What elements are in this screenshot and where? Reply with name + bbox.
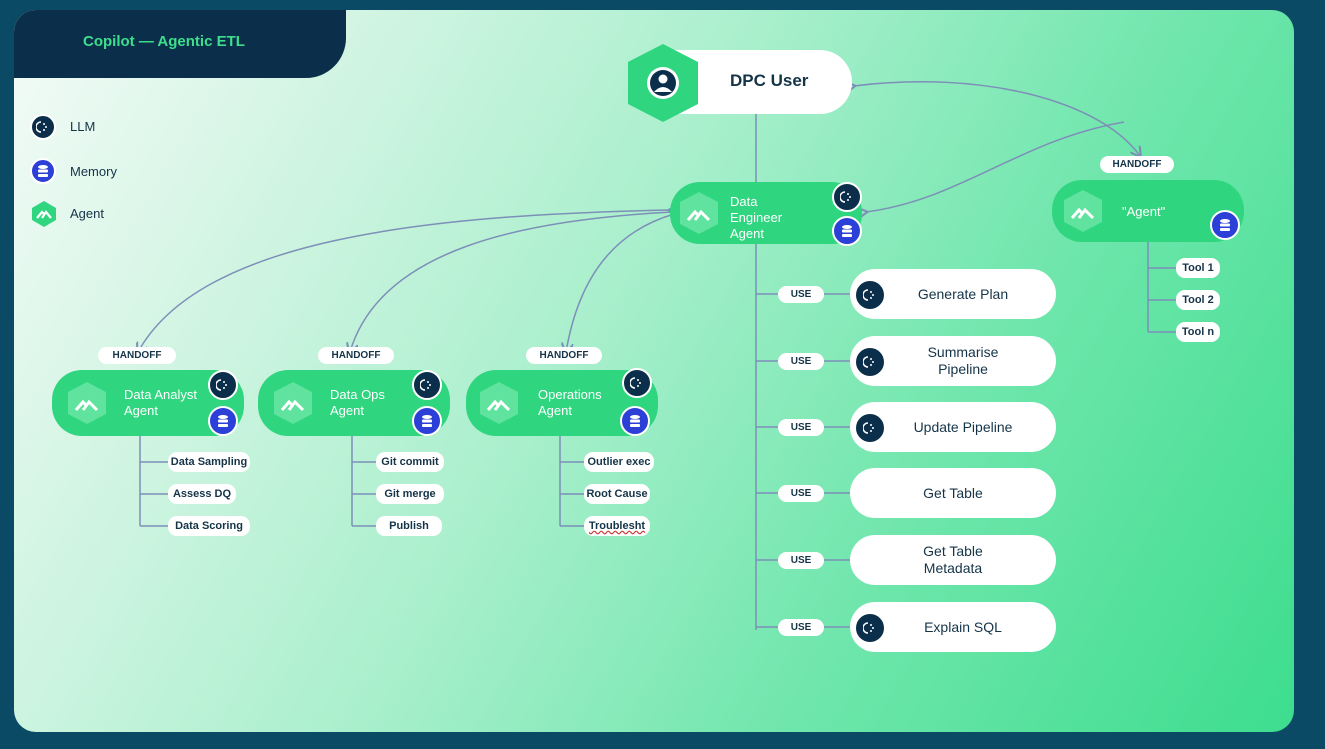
analyst-memory-icon [208,406,238,436]
main-agent-memory-icon [832,216,862,246]
operations-llm-icon [622,368,652,398]
operations-agent-icon [480,382,518,424]
ops-memory-icon [412,406,442,436]
legend-agent-icon [32,201,56,227]
ops-tool-git-merge: Git merge [376,484,444,504]
tool-explain-sql-label: Explain SQL [924,618,1002,635]
ops-agent-icon [274,382,312,424]
tool-explain-sql-llm-icon [854,612,886,644]
use-tag-5: USE [778,552,824,569]
tool-update-pipeline-label: Update Pipeline [913,418,1013,435]
tool-get-table-label: Get Table [923,484,983,501]
operations-tool-troublesht: Troublesht [584,516,650,536]
handoff-arrow-ops [350,211,673,352]
tool-generate-plan-label: Generate Plan [917,285,1009,302]
main-agent-llm-icon [832,182,862,212]
handoff-arrow-analyst [138,210,670,352]
legend-agent-label: Agent [70,206,104,221]
generic-agent-label: "Agent" [1122,204,1166,219]
user-to-generic-arrow [854,82,1140,156]
generic-agent-icon [1064,190,1102,232]
generic-tool-n: Tool n [1176,322,1220,342]
legend-memory-label: Memory [70,164,117,179]
tool-generate-plan-llm-icon [854,279,886,311]
use-tag-4: USE [778,485,824,502]
analyst-tool-data-scoring: Data Scoring [168,516,250,536]
analyst-tool-assess-dq: Assess DQ [168,484,236,504]
diagram-title: Copilot — Agentic ETL [83,33,245,50]
tool-update-pipeline-llm-icon [854,412,886,444]
user-label: DPC User [730,71,809,90]
legend-llm-icon [30,114,56,140]
handoff-tag-operations: HANDOFF [526,347,602,364]
handoff-arrow-operations [566,213,675,352]
use-tag-1: USE [778,286,824,303]
handoff-tag-ops: HANDOFF [318,347,394,364]
analyst-agent-icon [68,382,106,424]
main-agent-icon [680,192,718,234]
handoff-tag-generic: HANDOFF [1100,156,1174,173]
title-tab [14,10,346,78]
tool-get-table-metadata [850,535,1056,585]
use-tag-2: USE [778,353,824,370]
use-tag-3: USE [778,419,824,436]
operations-tool-outlier-exec: Outlier exec [584,452,654,472]
ops-llm-icon [412,370,442,400]
analyst-tool-data-sampling: Data Sampling [168,452,250,472]
tool-get-table [850,468,1056,518]
operations-tool-root-cause: Root Cause [584,484,650,504]
analyst-llm-icon [208,370,238,400]
legend-memory-icon [30,158,56,184]
generic-agent-memory-icon [1210,210,1240,240]
operations-memory-icon [620,406,650,436]
legend-llm-label: LLM [70,119,96,134]
ops-tool-git-commit: Git commit [376,452,444,472]
user-icon [628,44,698,122]
tool-summarise-pipeline-llm-icon [854,346,886,378]
generic-tool-2: Tool 2 [1176,290,1220,310]
use-tag-6: USE [778,619,824,636]
ops-tool-publish: Publish [376,516,442,536]
handoff-tag-analyst: HANDOFF [98,347,176,364]
generic-tool-1: Tool 1 [1176,258,1220,278]
